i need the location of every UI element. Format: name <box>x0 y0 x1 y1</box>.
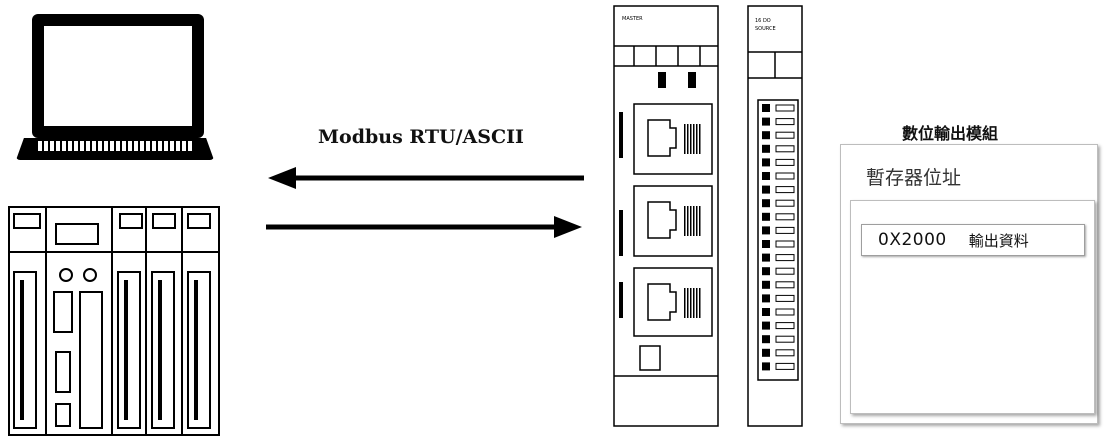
io-terminal-screw <box>762 212 770 221</box>
io-terminal-screw <box>762 158 770 167</box>
io-terminal-slot <box>775 294 795 302</box>
io-terminal-screw <box>762 131 770 140</box>
io-terminal-slot <box>775 118 795 126</box>
io-module-label-line1: 16 DO <box>755 18 771 24</box>
register-description: 輸出資料 <box>968 231 1029 250</box>
io-terminal-slot <box>775 362 795 370</box>
io-terminal-slot <box>775 349 795 357</box>
io-terminal-slot <box>775 172 795 180</box>
module-title: 數位輸出模組 <box>902 124 999 143</box>
io-terminal-slot <box>775 213 795 221</box>
io-terminal-slot <box>775 240 795 248</box>
io-terminal-slot <box>775 145 795 153</box>
io-terminal-slot <box>775 322 795 330</box>
laptop-keyboard <box>38 141 192 151</box>
io-terminal-screw <box>762 117 770 126</box>
io-terminal-screw <box>762 226 770 235</box>
io-terminal-screw <box>762 240 770 248</box>
arrow-left-icon <box>268 167 584 189</box>
register-row: 0X2000 輸出資料 <box>861 224 1085 256</box>
io-terminal-screw <box>762 199 770 208</box>
io-terminal-slot <box>775 158 795 166</box>
io-terminal-slot <box>775 186 795 194</box>
io-terminal-slot <box>775 131 795 139</box>
io-terminal-slot <box>775 335 795 343</box>
arrow-right-icon <box>266 216 582 238</box>
io-terminal-screw <box>762 308 770 316</box>
io-terminal-screw <box>762 172 770 180</box>
io-terminal-screw <box>762 280 770 289</box>
io-terminal-screw <box>762 144 770 153</box>
protocol-label: Modbus RTU/ASCII <box>318 126 524 148</box>
laptop-screen-display <box>44 26 192 126</box>
io-terminal-screw <box>762 267 770 276</box>
io-terminal-slot <box>775 308 795 316</box>
io-terminal-slot <box>775 104 795 112</box>
io-module-label-line2: SOURCE <box>755 26 776 32</box>
io-terminal-screw <box>762 294 770 303</box>
io-terminal-slot <box>775 199 795 207</box>
io-terminal-screw <box>762 253 770 262</box>
register-address: 0X2000 <box>878 230 947 250</box>
io-terminal-screw <box>762 362 770 371</box>
io-terminal-screw <box>762 348 770 357</box>
register-heading: 暫存器位址 <box>866 167 962 189</box>
comm-module-label: MASTER <box>622 16 643 22</box>
io-terminal-slot <box>775 267 795 275</box>
io-terminal-screw <box>762 185 770 194</box>
io-terminal-screw <box>762 321 770 330</box>
io-terminal-slot <box>775 226 795 234</box>
io-terminal-slot <box>775 281 795 289</box>
io-terminal-screw <box>762 335 770 344</box>
io-terminal-slot <box>775 254 795 262</box>
io-terminal-screw <box>762 104 770 112</box>
